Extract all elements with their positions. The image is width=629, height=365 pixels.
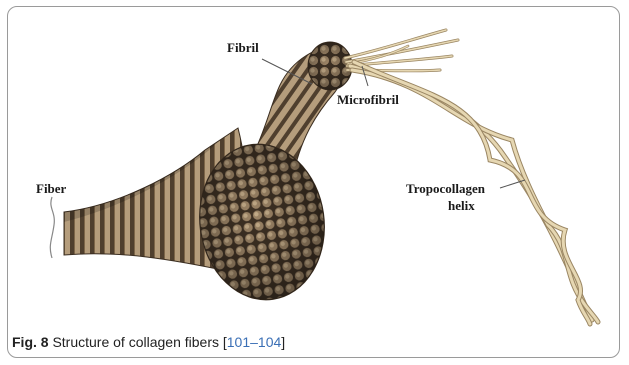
reference-link[interactable]: 101–104 [227,334,282,350]
fibril-label: Fibril [227,40,259,55]
microfibril-label: Microfibril [337,92,399,107]
figure-number: Fig. 8 [12,334,49,350]
fiber-label: Fiber [36,181,67,196]
figure-caption: Fig. 8 Structure of collagen fibers [101… [12,334,285,350]
caption-close: ] [281,334,285,350]
fiber-bracket [50,197,54,258]
caption-text: Structure of collagen fibers [ [52,334,226,350]
tropocollagen-label-line1: Tropocollagen [406,181,486,196]
tropocollagen-label-line2: helix [448,198,475,213]
